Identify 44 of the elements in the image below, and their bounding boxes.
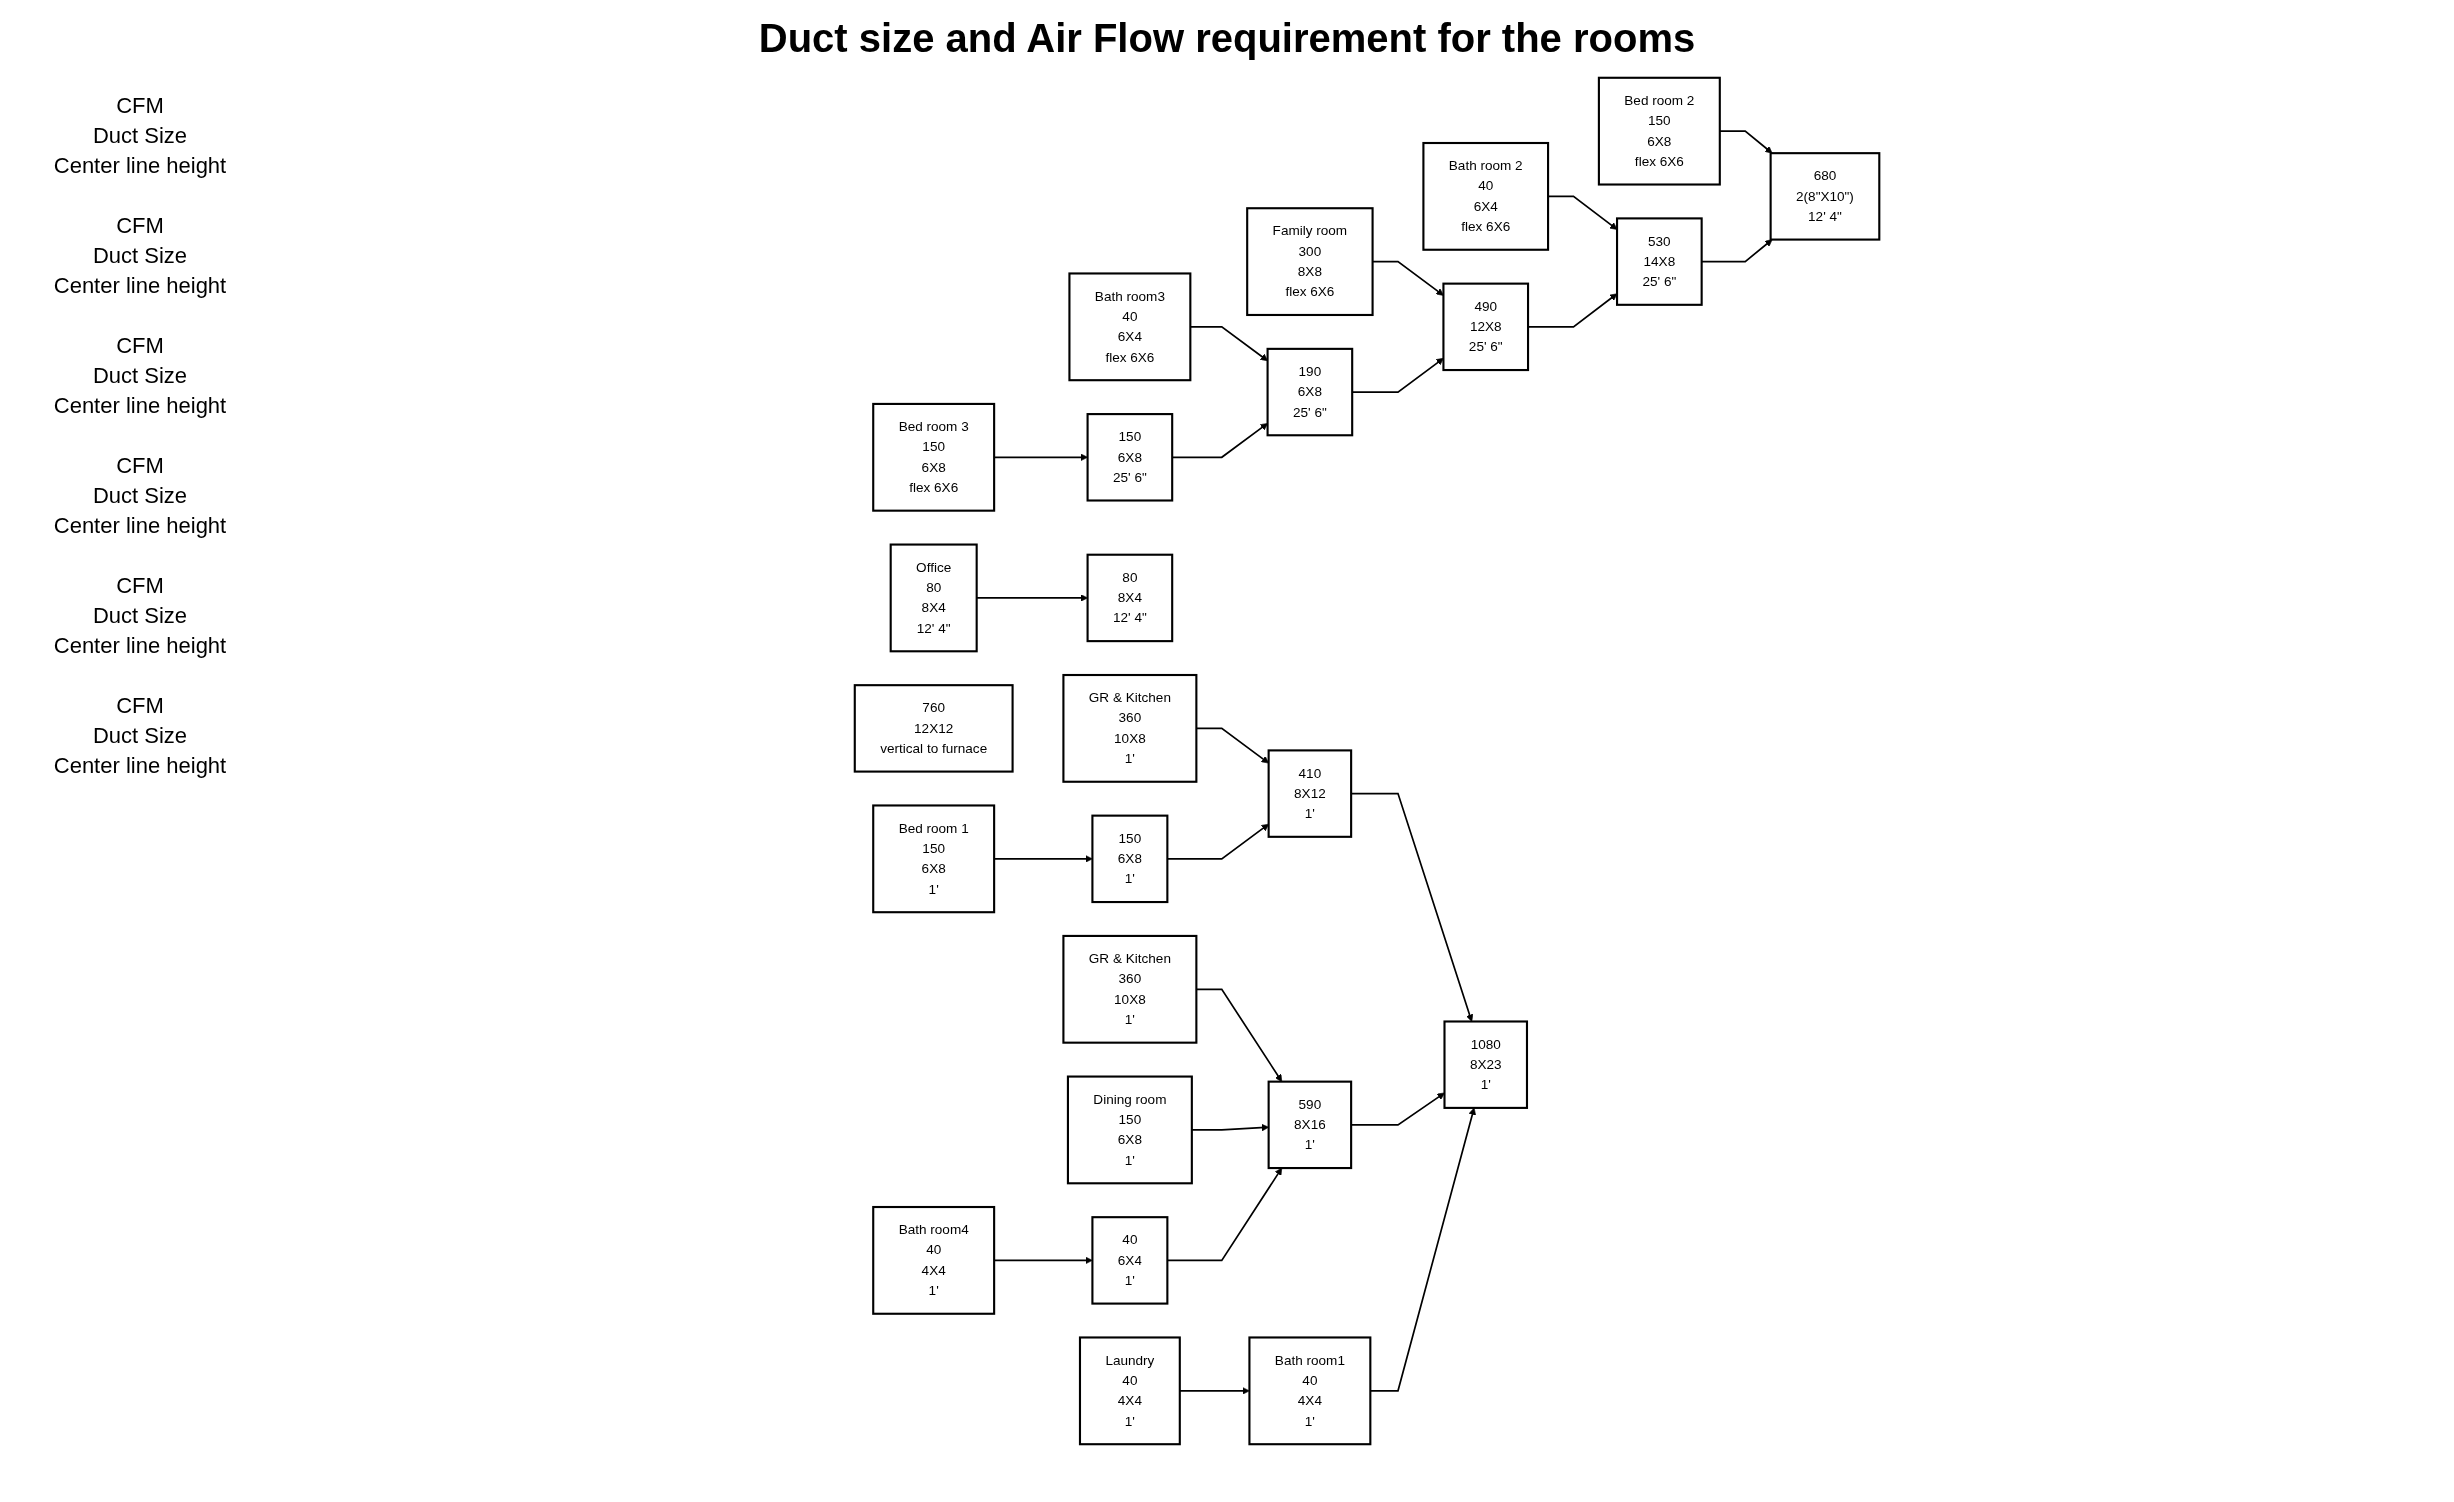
row-label: Center line height xyxy=(53,752,227,780)
row-label: Duct Size xyxy=(92,602,188,630)
node-box: Bed room 1 150 6X8 1' xyxy=(872,804,996,914)
node-box: Family room 300 8X8 flex 6X6 xyxy=(1246,207,1374,317)
row-label: CFM xyxy=(116,692,164,720)
row-label: Center line height xyxy=(53,632,227,660)
node-box: 680 2(8"X10") 12' 4" xyxy=(1769,152,1881,241)
row-label: CFM xyxy=(116,572,164,600)
node-box: Bed room 2 150 6X8 flex 6X6 xyxy=(1597,76,1721,186)
node-box: Laundry 40 4X4 1' xyxy=(1078,1336,1181,1446)
row-label: Duct Size xyxy=(92,242,188,270)
row-label: Center line height xyxy=(53,512,227,540)
node-box: Bath room4 40 4X4 1' xyxy=(872,1205,996,1315)
row-label: Duct Size xyxy=(92,122,188,150)
node-box: 150 6X8 1' xyxy=(1091,814,1169,904)
node-box: Dining room 150 6X8 1' xyxy=(1066,1075,1193,1185)
node-box: 40 6X4 1' xyxy=(1091,1216,1169,1305)
row-label: CFM xyxy=(116,332,164,360)
row-label: Duct Size xyxy=(92,362,188,390)
row-label: CFM xyxy=(116,92,164,120)
title: Duct size and Air Flow requirement for the rooms xyxy=(757,16,1697,61)
row-label: CFM xyxy=(116,212,164,240)
row-label: Duct Size xyxy=(92,722,188,750)
row-label: CFM xyxy=(116,452,164,480)
node-box: Bath room1 40 4X4 1' xyxy=(1248,1336,1372,1446)
node-box: 150 6X8 25' 6" xyxy=(1086,413,1174,502)
node-box: 490 12X8 25' 6" xyxy=(1442,282,1530,372)
node-box: 190 6X8 25' 6" xyxy=(1266,347,1354,437)
node-box: Office 80 8X4 12' 4" xyxy=(889,543,978,653)
node-box: GR & Kitchen 360 10X8 1' xyxy=(1062,673,1198,783)
row-label: Center line height xyxy=(53,272,227,300)
node-box: GR & Kitchen 360 10X8 1' xyxy=(1062,934,1198,1044)
row-label: Duct Size xyxy=(92,482,188,510)
node-box: Bed room 3 150 6X8 flex 6X6 xyxy=(872,402,996,512)
node-box: 80 8X4 12' 4" xyxy=(1086,553,1174,643)
node-box: 760 12X12 vertical to furnace xyxy=(853,684,1014,773)
node-box: Bath room 2 40 6X4 flex 6X6 xyxy=(1422,141,1550,251)
row-label: Center line height xyxy=(53,392,227,420)
row-label: Center line height xyxy=(53,152,227,180)
node-box: 1080 8X23 1' xyxy=(1443,1020,1528,1109)
node-box: 410 8X12 1' xyxy=(1267,749,1353,838)
node-box: 530 14X8 25' 6" xyxy=(1615,217,1703,306)
node-box: 590 8X16 1' xyxy=(1267,1080,1353,1170)
node-box: Bath room3 40 6X4 flex 6X6 xyxy=(1068,272,1192,382)
